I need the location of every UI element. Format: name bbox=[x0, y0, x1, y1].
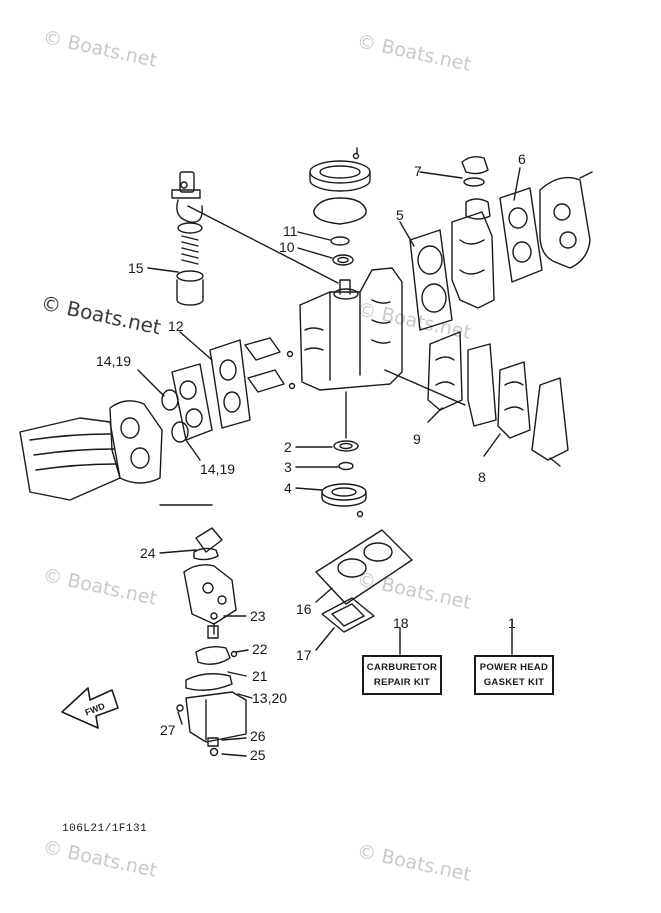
callout-23: 23 bbox=[250, 608, 266, 624]
carburetor-top-cover bbox=[193, 527, 223, 561]
cylinder-head-gasket bbox=[409, 229, 453, 331]
callout-5: 5 bbox=[396, 207, 404, 223]
carburetor-repair-kit-box: CARBURETOR REPAIR KIT bbox=[362, 655, 442, 695]
callout-2: 2 bbox=[284, 439, 292, 455]
thermostat-assembly bbox=[171, 171, 204, 306]
cylinder-head bbox=[451, 211, 495, 309]
o-ring bbox=[330, 236, 350, 246]
oil-seal bbox=[332, 254, 354, 266]
lower-seal-housing bbox=[321, 483, 367, 518]
crankcase-gasket bbox=[315, 529, 413, 605]
callout-15: 15 bbox=[128, 260, 144, 276]
exhaust-gasket-inner bbox=[427, 331, 463, 411]
float bbox=[195, 645, 238, 665]
power-head-gasket-kit-box: POWER HEAD GASKET KIT bbox=[474, 655, 554, 695]
callout-14-19-upper: 14,19 bbox=[96, 353, 131, 369]
callout-27: 27 bbox=[160, 722, 176, 738]
callout-12: 12 bbox=[168, 318, 184, 334]
carburetor-kit-line1: CARBURETOR bbox=[366, 662, 438, 673]
callout-9: 9 bbox=[413, 431, 421, 447]
intake-manifold bbox=[171, 363, 213, 441]
callout-18: 18 bbox=[393, 615, 409, 631]
callout-7: 7 bbox=[414, 163, 422, 179]
float-chamber-gasket bbox=[185, 673, 233, 691]
carburetor-body bbox=[183, 564, 237, 635]
reed-valve-assembly bbox=[244, 337, 296, 393]
callout-13-20: 13,20 bbox=[252, 690, 287, 706]
lower-seal bbox=[333, 440, 359, 452]
callout-25: 25 bbox=[250, 747, 266, 763]
lower-gasket bbox=[321, 597, 375, 633]
callout-22: 22 bbox=[252, 641, 268, 657]
carburetor-body-left bbox=[109, 400, 163, 484]
silencer-cover bbox=[19, 417, 121, 501]
exhaust-gasket-outer bbox=[497, 361, 531, 439]
jet-screw bbox=[207, 625, 219, 639]
head-cover bbox=[539, 171, 593, 269]
seal-housing-top bbox=[309, 147, 371, 192]
forward-arrow-icon: FWD bbox=[61, 687, 119, 729]
lower-o-ring bbox=[338, 461, 354, 471]
drain-washer bbox=[209, 747, 219, 757]
power-head-kit-line2: GASKET KIT bbox=[483, 677, 545, 688]
head-cover-gasket bbox=[499, 187, 543, 283]
callout-3: 3 bbox=[284, 459, 292, 475]
reed-valve-gasket bbox=[209, 339, 251, 429]
callout-4: 4 bbox=[284, 480, 292, 496]
exhaust-cover-outer bbox=[531, 377, 569, 467]
callout-10: 10 bbox=[279, 239, 295, 255]
intake-gasket-upper bbox=[161, 389, 179, 411]
callout-8: 8 bbox=[478, 469, 486, 485]
drain-screw bbox=[207, 737, 219, 747]
jet bbox=[210, 612, 218, 620]
callout-17: 17 bbox=[296, 647, 312, 663]
callout-24: 24 bbox=[140, 545, 156, 561]
power-head-kit-line1: POWER HEAD bbox=[479, 662, 549, 673]
callout-11: 11 bbox=[283, 223, 298, 239]
intake-gasket-lower bbox=[171, 421, 189, 443]
callout-1: 1 bbox=[508, 615, 516, 631]
carburetor-kit-line2: REPAIR KIT bbox=[373, 677, 431, 688]
drawing-code: 106L21/1F131 bbox=[62, 823, 148, 835]
gasket-housing bbox=[313, 197, 367, 225]
float-chamber bbox=[176, 691, 247, 743]
callout-14-19-lower: 14,19 bbox=[200, 461, 235, 477]
callout-16: 16 bbox=[296, 601, 312, 617]
callout-21: 21 bbox=[252, 668, 268, 684]
callout-26: 26 bbox=[250, 728, 266, 744]
cylinder-block bbox=[299, 267, 403, 391]
callout-6: 6 bbox=[518, 151, 526, 167]
water-cover bbox=[461, 155, 491, 220]
exhaust-cover-inner bbox=[467, 343, 497, 427]
